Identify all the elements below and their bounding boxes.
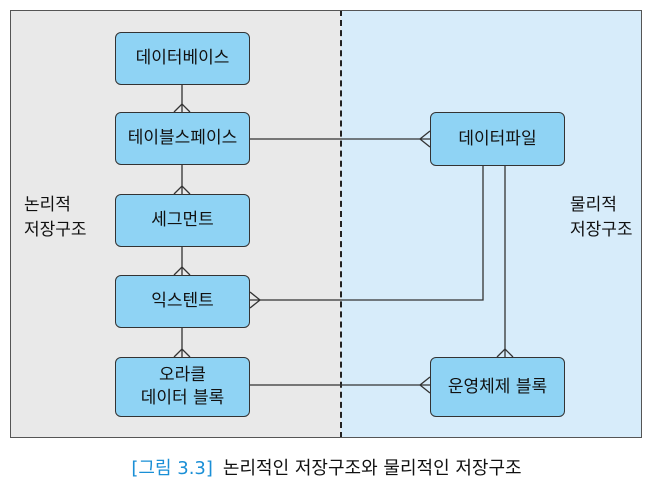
entity-tablespace-label: 테이블스페이스 xyxy=(127,128,238,149)
figure-number: [그림 3.3] xyxy=(131,458,213,479)
entity-tablespace: 테이블스페이스 xyxy=(115,112,250,165)
entity-datafile-label: 데이터파일 xyxy=(458,128,537,149)
entity-oracle-block-label-2: 데이터 블록 xyxy=(140,388,225,408)
crowfoot-datafile-left xyxy=(418,130,431,148)
crowfoot-extent-right xyxy=(249,291,262,309)
entity-extent: 익스텐트 xyxy=(115,275,250,328)
logical-label-line-2: 저장구조 xyxy=(24,219,87,240)
crowfoot-osblock-left xyxy=(418,376,431,394)
crowfoot-tablespace-top xyxy=(173,103,191,113)
physical-label-line-2: 저장구조 xyxy=(570,219,633,240)
entity-extent-label: 익스텐트 xyxy=(151,291,214,312)
entity-os-block-label: 운영체제 블록 xyxy=(447,376,548,397)
figure-caption: [그림 3.3] 논리적인 저장구조와 물리적인 저장구조 xyxy=(0,454,653,480)
entity-database: 데이터베이스 xyxy=(115,32,250,85)
physical-structure-label: 물리적 저장구조 xyxy=(570,193,633,242)
entity-datafile: 데이터파일 xyxy=(430,112,565,166)
logical-label-line-1: 논리적 xyxy=(24,195,71,215)
entity-database-label: 데이터베이스 xyxy=(135,48,230,69)
physical-label-line-1: 물리적 xyxy=(570,195,617,215)
figure-caption-text: 논리적인 저장구조와 물리적인 저장구조 xyxy=(222,458,522,479)
crowfoot-osblock-top xyxy=(496,348,514,358)
logical-physical-divider xyxy=(340,10,342,438)
entity-oracle-data-block: 오라클 데이터 블록 xyxy=(115,357,250,417)
crowfoot-oracleblock-top xyxy=(173,348,191,358)
entity-segment-label: 세그먼트 xyxy=(151,210,214,231)
logical-structure-label: 논리적 저장구조 xyxy=(24,193,87,242)
crowfoot-extent-top xyxy=(173,266,191,276)
entity-segment: 세그먼트 xyxy=(115,194,250,247)
connector-datafile-extent xyxy=(250,166,484,301)
entity-os-block: 운영체제 블록 xyxy=(430,357,565,417)
crowfoot-segment-top xyxy=(173,185,191,195)
entity-oracle-block-label-1: 오라클 xyxy=(159,365,206,386)
